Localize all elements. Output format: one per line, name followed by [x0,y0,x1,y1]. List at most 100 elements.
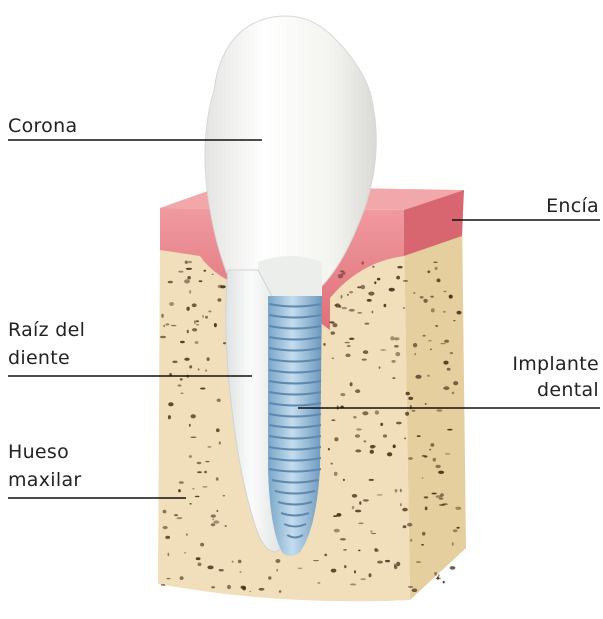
bone-pore [313,560,319,561]
bone-pore [443,361,448,365]
bone-pore [180,341,185,343]
bone-pore [195,341,199,344]
bone-pore [347,345,351,347]
bone-pore [370,445,375,449]
bone-pore [413,343,417,347]
bone-pore [225,525,227,527]
bone-pore [211,514,216,517]
bone-pore [199,280,203,282]
bone-pore [205,461,209,462]
bone-pore [213,520,219,523]
bone-pore [189,424,191,427]
bone-pore [372,266,374,268]
bone-pore [198,563,202,567]
bone-pore [355,510,361,513]
bone-pore [189,503,191,505]
bone-pore [217,510,219,512]
bone-pore [425,507,428,511]
bone-pore [184,552,186,553]
bone-pore [298,568,303,569]
bone-pore [354,570,356,573]
bone-pore [163,510,167,514]
bone-pore [363,499,369,501]
bone-pore [168,553,170,556]
bone-pore [453,381,458,385]
bone-pore [431,308,435,312]
bone-pore [332,322,334,324]
bone-pore [427,271,430,274]
bone-pore [356,428,362,430]
bone-pore [396,422,402,425]
bone-pore [207,446,211,448]
bone-pore [347,294,349,296]
bone-pore [387,452,392,456]
bone-pore [332,358,334,360]
bone-pore [393,445,396,449]
bone-pore [443,291,446,292]
bone-pore [341,272,345,275]
label-implante-line1: Implante [512,352,599,376]
bone-pore [377,494,383,495]
bone-pore [365,323,370,325]
bone-pore [416,561,421,563]
label-raiz-line1: Raíz del [8,318,85,342]
bone-pore [368,292,374,296]
bone-pore [377,278,380,281]
bone-pore [394,337,400,340]
bone-pore [410,539,412,542]
bone-pore [360,285,365,289]
bone-pore [394,564,396,568]
bone-pore [380,349,386,350]
bone-pore [239,571,241,573]
bone-pore [160,336,166,338]
bone-pore [394,345,399,348]
bone-pore [195,496,200,497]
bone-pore [395,352,400,356]
bone-pore [422,532,425,536]
bone-pore [456,527,459,529]
bone-pore [453,320,455,321]
bone-pore [343,479,345,481]
bone-pore [367,299,372,302]
label-encia: Encía [546,194,599,218]
bone-pore [433,262,437,264]
bone-pore [214,323,217,327]
bone-pore [196,557,201,560]
bone-pore [216,428,220,432]
bone-pore [435,267,438,270]
label-raiz-line2: diente [8,346,85,370]
bone-pore [447,368,451,371]
bone-pore [403,307,405,309]
bone-pore [276,569,278,572]
bone-pore [342,307,347,309]
bone-pore [180,378,183,380]
bone-pore [440,343,445,345]
bone-pore [202,315,204,318]
bone-pore [186,533,188,536]
bone-pore [430,296,434,298]
bone-pore [431,493,436,495]
bone-pore [395,489,398,493]
bone-pore [238,560,242,564]
bone-pore [450,566,456,570]
bone-pore [343,549,347,550]
bone-pore [344,565,346,568]
bone-pore [443,581,445,584]
bone-pore [413,292,415,293]
bone-pore [174,514,178,516]
bone-pore [331,463,333,465]
bone-pore [375,549,379,552]
bone-pore [412,410,416,412]
bone-pore [203,486,208,487]
bone-pore [362,411,368,415]
bone-pore [196,324,199,325]
bone-pore [349,309,355,312]
bone-pore [447,429,453,431]
bone-pore [397,266,402,269]
bone-pore [371,533,376,534]
bone-side-face [404,212,466,600]
bone-pore [163,526,168,529]
bone-pore [211,586,215,588]
bone-pore [403,280,408,282]
bone-pore [449,295,453,299]
